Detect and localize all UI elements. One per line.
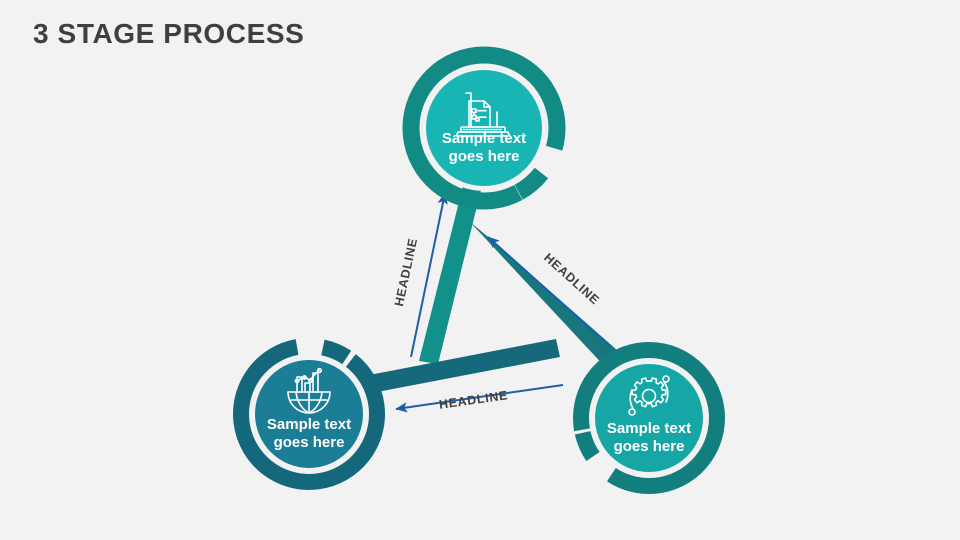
globe-chart-icon (287, 367, 331, 414)
stage-top-label-line2: goes here (449, 148, 520, 165)
stage-left-ring (233, 338, 385, 490)
connector-label-left: HEADLINE (392, 237, 420, 308)
connector-arrow-bottom (395, 384, 564, 413)
stage-right-ring (573, 342, 725, 494)
stage-right-label-line2: goes here (614, 438, 685, 455)
headline-text-left: HEADLINE (392, 237, 420, 308)
headline-text-bottom: HEADLINE (438, 388, 509, 412)
stage-right-fill (595, 364, 703, 472)
connector-arrow-left (410, 192, 448, 358)
connector-band-left (419, 178, 484, 364)
stage-top-fill (426, 70, 542, 186)
stage-node-right[interactable]: Sample text goes here (570, 339, 728, 497)
stage-node-left[interactable]: Sample text goes here (214, 319, 405, 510)
connector-band-right (470, 222, 625, 370)
laptop-document-icon (455, 92, 511, 137)
connector-arrow-right (487, 236, 612, 348)
stage-top-label-line1: Sample text (442, 130, 526, 147)
stage-top-ring (402, 46, 566, 210)
connector-band-bottom (369, 339, 560, 393)
gear-orbit-icon (628, 375, 670, 416)
stage-right-label-line1: Sample text (607, 420, 691, 437)
connector-label-bottom: HEADLINE (438, 388, 509, 412)
stage-node-top[interactable]: Sample text goes here (385, 29, 582, 226)
page-title: 3 STAGE PROCESS (33, 18, 305, 49)
stage-left-label-line2: goes here (274, 434, 345, 451)
stage-left-fill (255, 360, 363, 468)
stage-left-label-line1: Sample text (267, 416, 351, 433)
